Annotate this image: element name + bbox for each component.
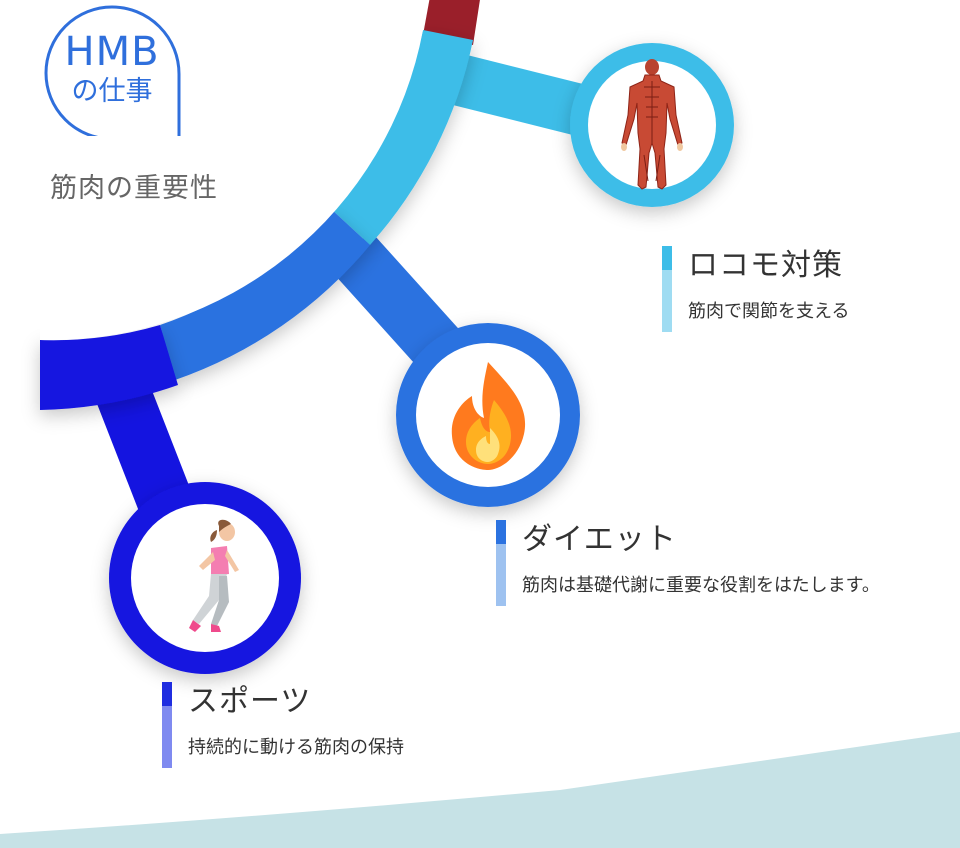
node-sports	[109, 482, 301, 674]
accent-bar	[496, 520, 506, 606]
item-description: 筋肉で関節を支える	[688, 301, 850, 322]
item-description: 持続的に動ける筋肉の保持	[188, 737, 404, 758]
badge-line2: の仕事	[71, 76, 153, 107]
page-subtitle: 筋肉の重要性	[50, 173, 218, 204]
accent-bar	[662, 246, 672, 332]
arc-segment-deep-blue	[40, 325, 178, 410]
item-title: ダイエット	[522, 522, 677, 557]
hmb-badge	[44, 5, 181, 136]
item-description: 筋肉は基礎代謝に重要な役割をはたします。	[522, 575, 880, 596]
runner-icon	[189, 519, 239, 632]
footer-wave	[0, 732, 960, 848]
arc-segment-mid-blue	[160, 208, 370, 380]
arc-segment-light-blue	[330, 30, 473, 245]
badge-label: HMB の仕事	[42, 30, 182, 108]
badge-line1: HMB	[64, 29, 160, 75]
muscle-body-icon	[621, 59, 683, 190]
fire-icon	[451, 362, 526, 470]
accent-bar	[162, 682, 172, 768]
item-title: スポーツ	[188, 684, 312, 719]
item-title: ロコモ対策	[688, 248, 843, 283]
